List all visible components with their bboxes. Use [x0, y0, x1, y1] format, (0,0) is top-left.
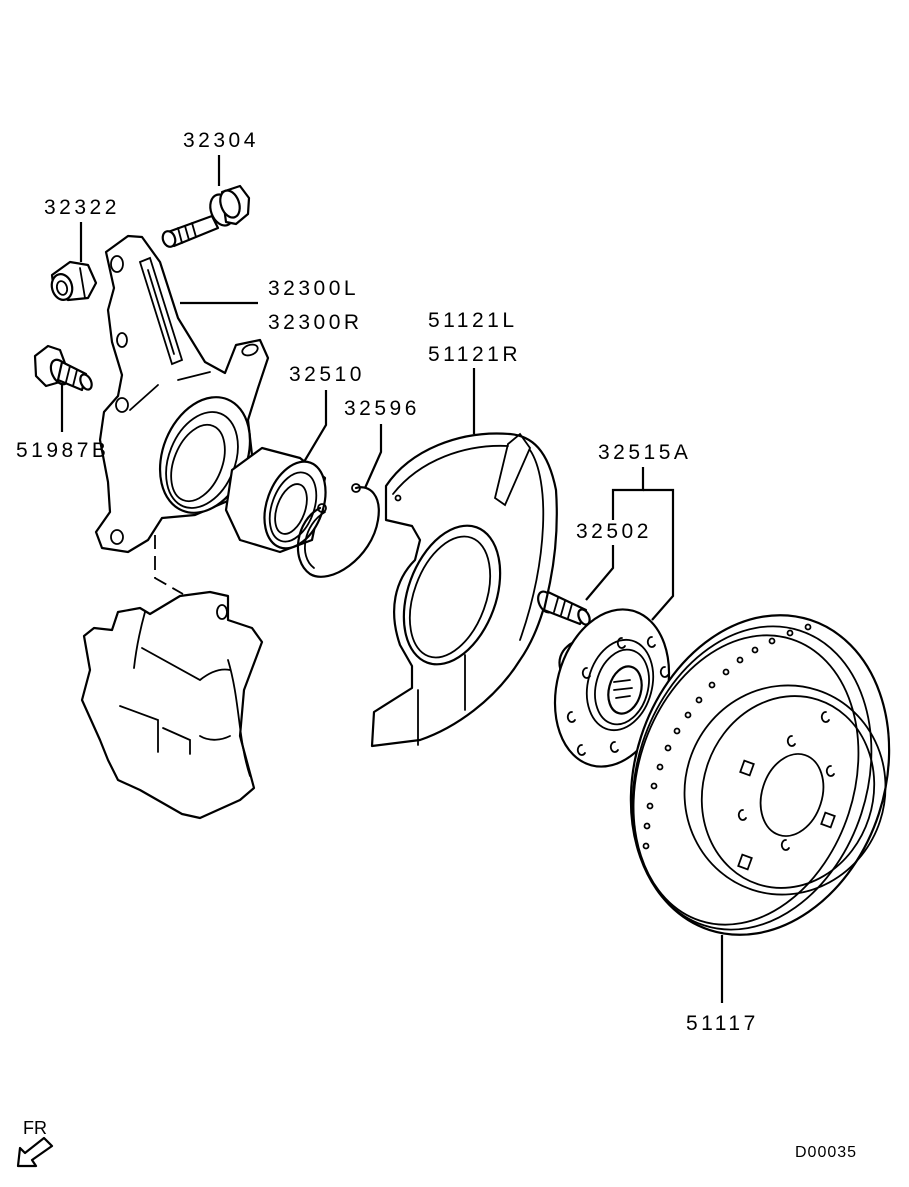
bolt-32304: [161, 184, 251, 248]
part-label-32510[interactable]: 32510: [289, 363, 365, 386]
disc-stud-holes: [737, 711, 835, 851]
part-label-32300r[interactable]: 32300R: [268, 311, 363, 334]
hub-bolt-holes: [566, 636, 669, 756]
part-label-51121l[interactable]: 51121L: [428, 309, 518, 332]
front-direction-arrow-icon: [16, 1136, 54, 1168]
leader-32502: [585, 545, 615, 601]
part-label-32515a[interactable]: 32515A: [598, 441, 692, 464]
part-label-32596[interactable]: 32596: [344, 397, 420, 420]
disc-vent-slots: [642, 623, 812, 850]
leader-32596: [363, 424, 383, 489]
wheel-bearing-32510: [224, 446, 327, 554]
leader-32510: [297, 390, 328, 473]
part-label-32322[interactable]: 32322: [44, 196, 120, 219]
hub-bolt-32502: [537, 590, 591, 626]
part-label-32502[interactable]: 32502: [576, 520, 652, 543]
part-label-32304[interactable]: 32304: [183, 129, 259, 152]
part-label-51987b[interactable]: 51987B: [16, 439, 110, 462]
nut-32322: [50, 260, 98, 302]
leader-32515a: [611, 467, 645, 520]
snap-ring-32596: [296, 483, 380, 578]
part-label-51117[interactable]: 51117: [686, 1012, 759, 1035]
brake-caliper-reference: [80, 590, 264, 820]
bolt-51987b: [33, 344, 93, 392]
front-direction-label: FR: [23, 1118, 47, 1138]
leader-32515a-hub: [643, 488, 675, 621]
brake-disc-51117: [629, 614, 891, 936]
part-label-51121r[interactable]: 51121R: [428, 343, 522, 366]
dust-shield-51121: [370, 432, 558, 748]
part-label-32300l[interactable]: 32300L: [268, 277, 360, 300]
drawing-code: D00035: [795, 1144, 858, 1161]
front-hub-32515a: [553, 608, 671, 768]
